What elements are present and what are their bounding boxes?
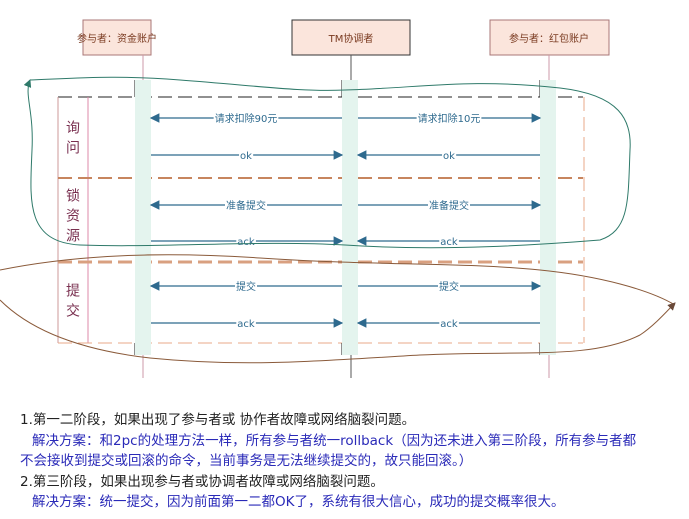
participant-redpacket-account: 参与者：红包账户 — [489, 19, 610, 56]
activation-bars — [135, 80, 556, 355]
message-label: 提交 — [439, 280, 459, 293]
message-label-background — [235, 280, 257, 293]
commit-region-brown-curve — [0, 254, 675, 364]
lifelines — [142, 55, 550, 378]
message-label-background — [439, 237, 459, 248]
message-label-background — [236, 237, 256, 248]
messages: 请求扣除90元 请求扣除10元 ok ok 准备提交 准备提交 ack ack 提交 提交 ack a… — [149, 112, 542, 330]
message-label: 请求扣除10元 — [418, 112, 481, 125]
notes: 1.第一二阶段，如果出现了参与者或 协作者故障或网络脑裂问题。 解决方案：和2p… — [20, 410, 636, 513]
message-label: ack — [237, 237, 255, 248]
participant-label: 参与者：资金账户 — [77, 32, 157, 45]
note-phase3: 2.第三阶段，如果出现参与者或协调者故障或网络脑裂问题。 — [20, 473, 384, 490]
message-label-background — [428, 199, 470, 212]
participant-label: TM协调者 — [328, 32, 374, 45]
note-phase12-solution: 解决方案：和2pc的处理方法一样，所有参与者统一rollback（因为还未进入第… — [32, 432, 637, 449]
message-label-background — [438, 280, 460, 293]
participant-tm-coordinator: TM协调者 — [291, 19, 411, 56]
message-label: ok — [443, 151, 455, 162]
message-label: ack — [440, 237, 458, 248]
message-label-background — [239, 151, 254, 162]
message-label-background — [236, 319, 256, 330]
message-label: 准备提交 — [226, 199, 266, 212]
note-phase12-solution-cont: 不会接收到提交或回滚的命令，当前事务是无法继续提交的，故只能回滚。） — [20, 453, 473, 469]
message-label-background — [213, 112, 279, 125]
message-label: 提交 — [236, 280, 256, 293]
participant-fund-account: 参与者：资金账户 — [77, 19, 157, 56]
message-label-background — [442, 151, 457, 162]
message-label: ack — [440, 319, 458, 330]
phase-label-commit: 提交 — [64, 283, 80, 323]
message-label: ack — [237, 319, 255, 330]
participant-label: 参与者：红包账户 — [509, 32, 589, 45]
sequence-diagram: 参与者：资金账户 TM协调者 参与者：红包账户 请求扣除90元 请求扣除10元 ok… — [0, 19, 689, 378]
message-label: 请求扣除90元 — [215, 112, 278, 125]
message-label-background — [439, 319, 459, 330]
message-label: 准备提交 — [429, 199, 469, 212]
message-label-background — [416, 112, 482, 125]
phase-label-lock: 锁资源 — [64, 188, 80, 248]
message-label: ok — [240, 151, 252, 162]
message-label-background — [225, 199, 267, 212]
note-phase3-solution: 解决方案：统一提交，因为前面第一二都OK了，系统有很大信心，成功的提交概率很大。 — [32, 494, 565, 510]
note-phase12: 1.第一二阶段，如果出现了参与者或 协作者故障或网络脑裂问题。 — [20, 412, 416, 428]
failure-region-green-curve — [23, 76, 631, 249]
phase-label-inquiry: 询问 — [64, 120, 80, 160]
